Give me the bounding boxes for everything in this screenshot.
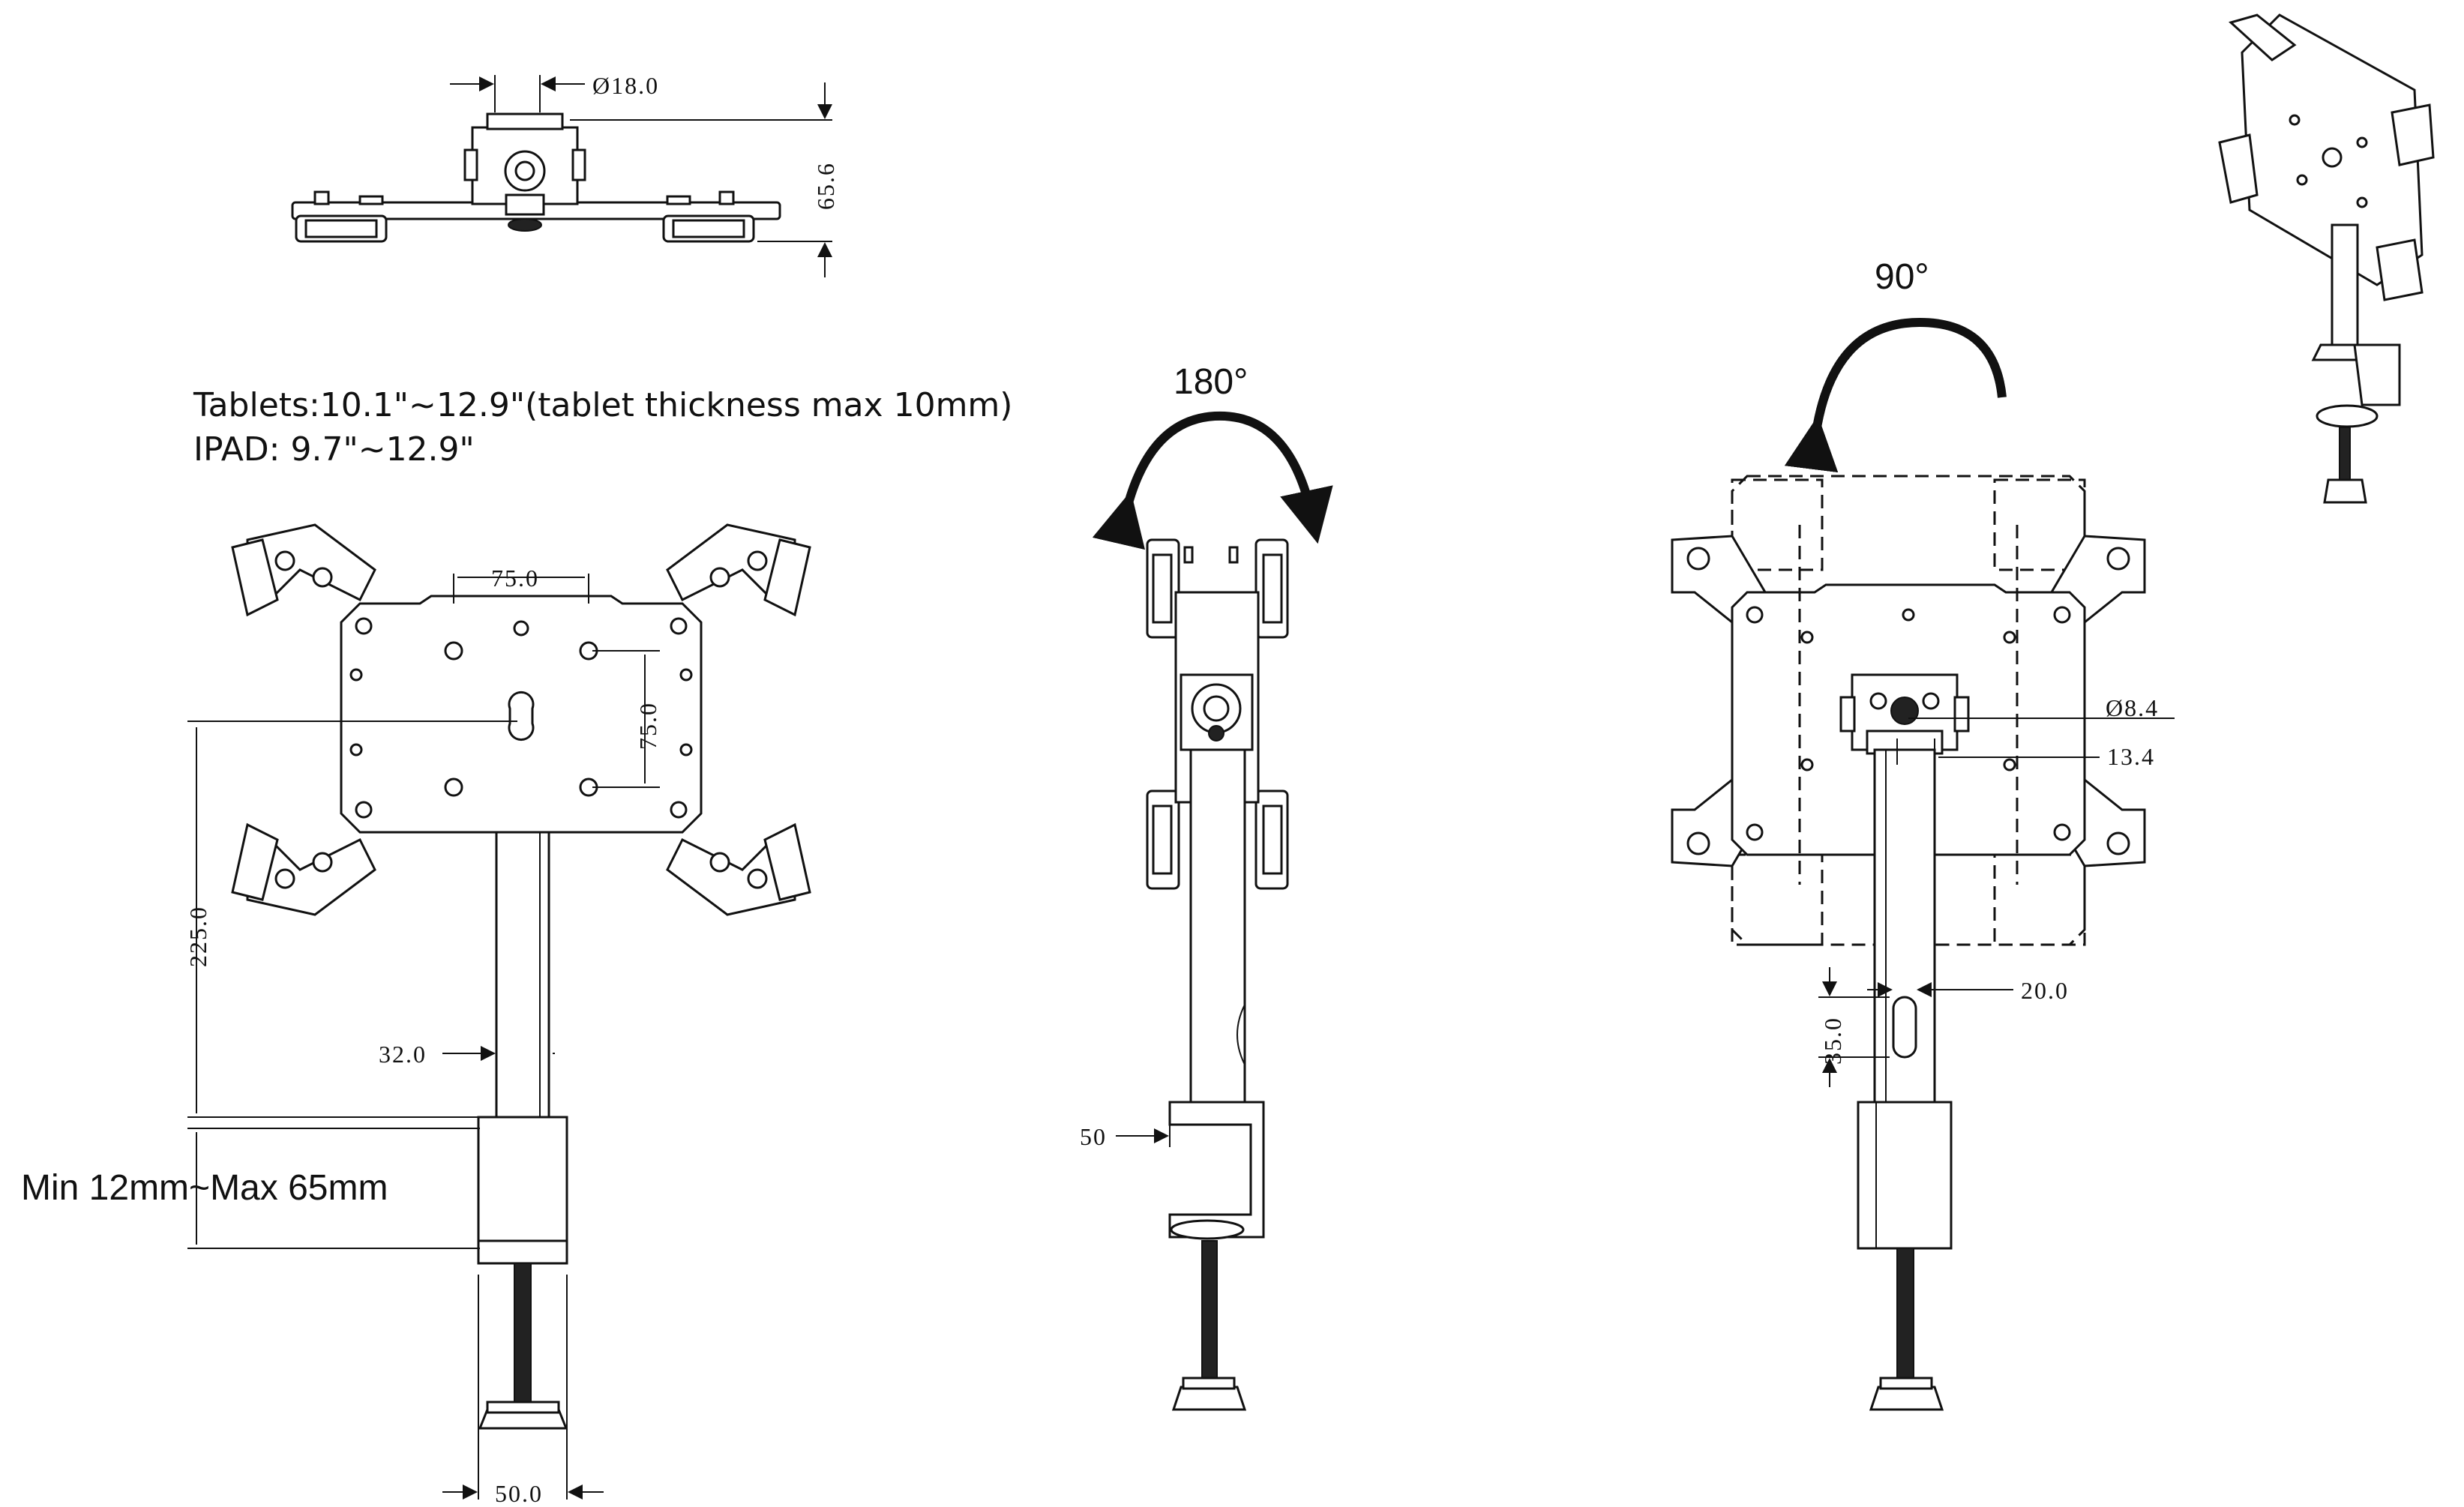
slot-width-label: 13.4	[2107, 743, 2155, 770]
slot-length-label: 35.0	[1819, 1017, 1846, 1065]
pole-diameter-label: 32.0	[379, 1041, 427, 1068]
isometric-view	[2218, 13, 2435, 504]
clamp-range-label: Min 12mm~Max 65mm	[21, 1168, 388, 1208]
hole-diameter-label: Ø8.4	[2106, 694, 2159, 721]
rotation-180-label: 180°	[1174, 362, 1248, 402]
slot-offset-label: 20.0	[2021, 977, 2069, 1004]
base-width-label: 50.0	[495, 1480, 543, 1507]
tablet-size-note: Tablets:10.1"~12.9"(tablet thickness max…	[193, 386, 1012, 424]
vesa-horizontal-label: 75.0	[491, 565, 539, 592]
side-width-label: 50	[1080, 1123, 1107, 1150]
rear-view: 90°	[1671, 257, 2175, 1411]
top-diameter-label: Ø18.0	[592, 72, 659, 99]
vesa-vertical-label: 75.0	[634, 702, 661, 750]
side-view: 180° 50	[1080, 362, 1333, 1411]
rotation-90-label: 90°	[1875, 257, 1929, 297]
ipad-size-note: IPAD: 9.7"~12.9"	[193, 430, 475, 469]
top-height-label: 65.6	[812, 162, 839, 210]
front-view: 75.0 75.0 225.0 32.0 Min 12mm~Max 65mm 5…	[21, 523, 811, 1507]
top-view: Ø18.0 65.6	[291, 72, 839, 277]
pole-height-label: 225.0	[184, 906, 211, 967]
